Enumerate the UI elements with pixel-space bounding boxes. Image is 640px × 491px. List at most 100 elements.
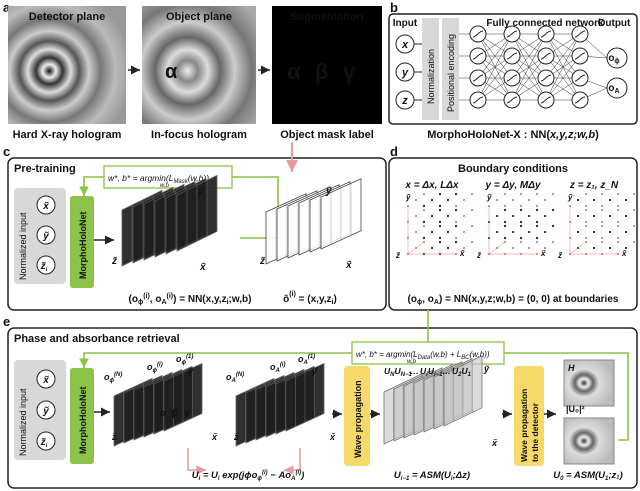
c-mask-axis-y: ỹ [325,186,332,197]
cube-axis-x: x̃ [459,249,465,258]
boundary-point [633,225,635,227]
input-z-label: z [401,95,408,107]
boundary-point [633,241,635,243]
boundary-point [504,209,506,211]
segmentation-mask-image: Segmentation α β γ [272,6,382,124]
boundary-point [447,247,449,249]
boundary-point [593,231,595,233]
cube-axis-x: x̃ [540,249,546,258]
boundary-point [423,225,425,227]
boundary-point [504,237,506,239]
boundary-point [609,231,611,233]
boundary-point [544,199,546,201]
mask-caption: Object mask label [280,129,374,141]
e-amplitude-stack [236,364,324,447]
amp-label-i: oA(i) [270,362,286,374]
boundary-point [431,231,433,233]
boundary-point [431,199,433,201]
boundary-point [544,231,546,233]
boundary-point [471,193,473,195]
boundary-point [520,241,522,243]
boundary-point [625,199,627,201]
e-axis-x2: x̃ [329,432,336,442]
boundary-point [415,199,417,201]
boundary-point [617,193,619,195]
panel-c-letter: c [3,144,10,159]
pretraining-title: Pre-training [14,163,76,175]
c-output-equation: (oϕ(i), oA(i)) = NN(x,y,zi;w,b) [128,293,251,306]
boundary-z: z = z₁, z_N [569,180,619,191]
stack-label-n: UNUN−1 [384,366,412,378]
boundary-point [577,199,579,201]
boundary-point [496,231,498,233]
boundary-point [585,209,587,211]
segmentation-title: Segmentation [291,11,364,23]
boundary-point [512,199,514,201]
boundary-point [455,225,457,227]
panel-e: e Phase and absorbance retrieval w*, b* … [3,310,637,488]
object-hologram-image: α Object plane [142,6,256,124]
field-update-equation: Ui = Ui exp(jϕoϕ(i) − AoA(i)) [192,470,305,482]
boundary-point [455,205,457,207]
normalization-label: Normalization [426,49,436,104]
c-morphoholonet-label: MorphoHoloNet [78,212,88,280]
c-axis-z: z̃ [111,256,118,267]
c-mask-equation: ô(i) = (x,y,zi) [283,291,337,306]
boundary-point [463,215,465,217]
boundary-point [439,193,441,195]
boundary-point [617,205,619,207]
boundary-point [423,205,425,207]
amp-label-n: oA(N) [226,372,244,384]
boundary-point [520,209,522,211]
boundary-point [463,199,465,201]
boundary-point [431,247,433,249]
e-axis-x1: x̃ [211,432,218,442]
detector-hologram-image: Detector plane [8,6,126,124]
e-input-y-label: ỹ [42,406,49,417]
e-input-x-label: x̃ [42,375,49,386]
cube-edge [489,242,505,254]
boundary-point [617,221,619,223]
boundary-point [552,241,554,243]
output-label: Output [598,18,631,29]
boundary-point [617,209,619,211]
detector-plane-title: Detector plane [29,11,105,23]
panel-a: a Detector plane α Object plane Segmenta… [3,0,382,141]
hologram-h-label: H [568,363,575,373]
boundary-point [585,221,587,223]
boundary-point [504,221,506,223]
boundary-point [577,215,579,217]
boundary-point [536,241,538,243]
boundary-x: x = Δx, LΔx [404,180,459,191]
boundary-point [601,237,603,239]
boundary-cubes: ỹx̃z̃ỹx̃z̃ỹx̃z̃ [395,193,635,260]
c-mask-axis-z: z̃ [259,256,266,267]
phase-label-1: oϕ(1) [176,354,193,366]
boundary-y: y = Δy, MΔy [484,180,540,191]
boundary-point [415,231,417,233]
input-nodes: x y z [396,35,414,109]
cube-axis-y: ỹ [486,193,492,202]
e-axis-y1: ỹ [187,366,194,376]
c-axis-y: ỹ [197,186,204,197]
boundary-point [439,237,441,239]
cube-axis-z: z̃ [557,251,563,260]
boundary-point [520,221,522,223]
boundary-point [455,241,457,243]
boundary-point [439,209,441,211]
boundary-point [536,237,538,239]
reconstructed-hologram [564,418,614,464]
e-morphoholonet-label: MorphoHoloNet [78,387,88,455]
c-input-y-label: ỹ [42,231,49,242]
boundary-equation: (oϕ, oA) = NN(x,y,z;w,b) = (0, 0) at bou… [408,294,619,306]
boundary-point [601,193,603,195]
cube-axis-x: x̃ [621,249,627,258]
boundary-point [593,215,595,217]
c-normalized-input-label: Normalized input [18,212,28,280]
boundary-point [512,247,514,249]
boundary-point [593,247,595,249]
boundary-point [447,199,449,201]
object-glyph: α [165,61,178,83]
panel-e-letter: e [3,314,10,329]
